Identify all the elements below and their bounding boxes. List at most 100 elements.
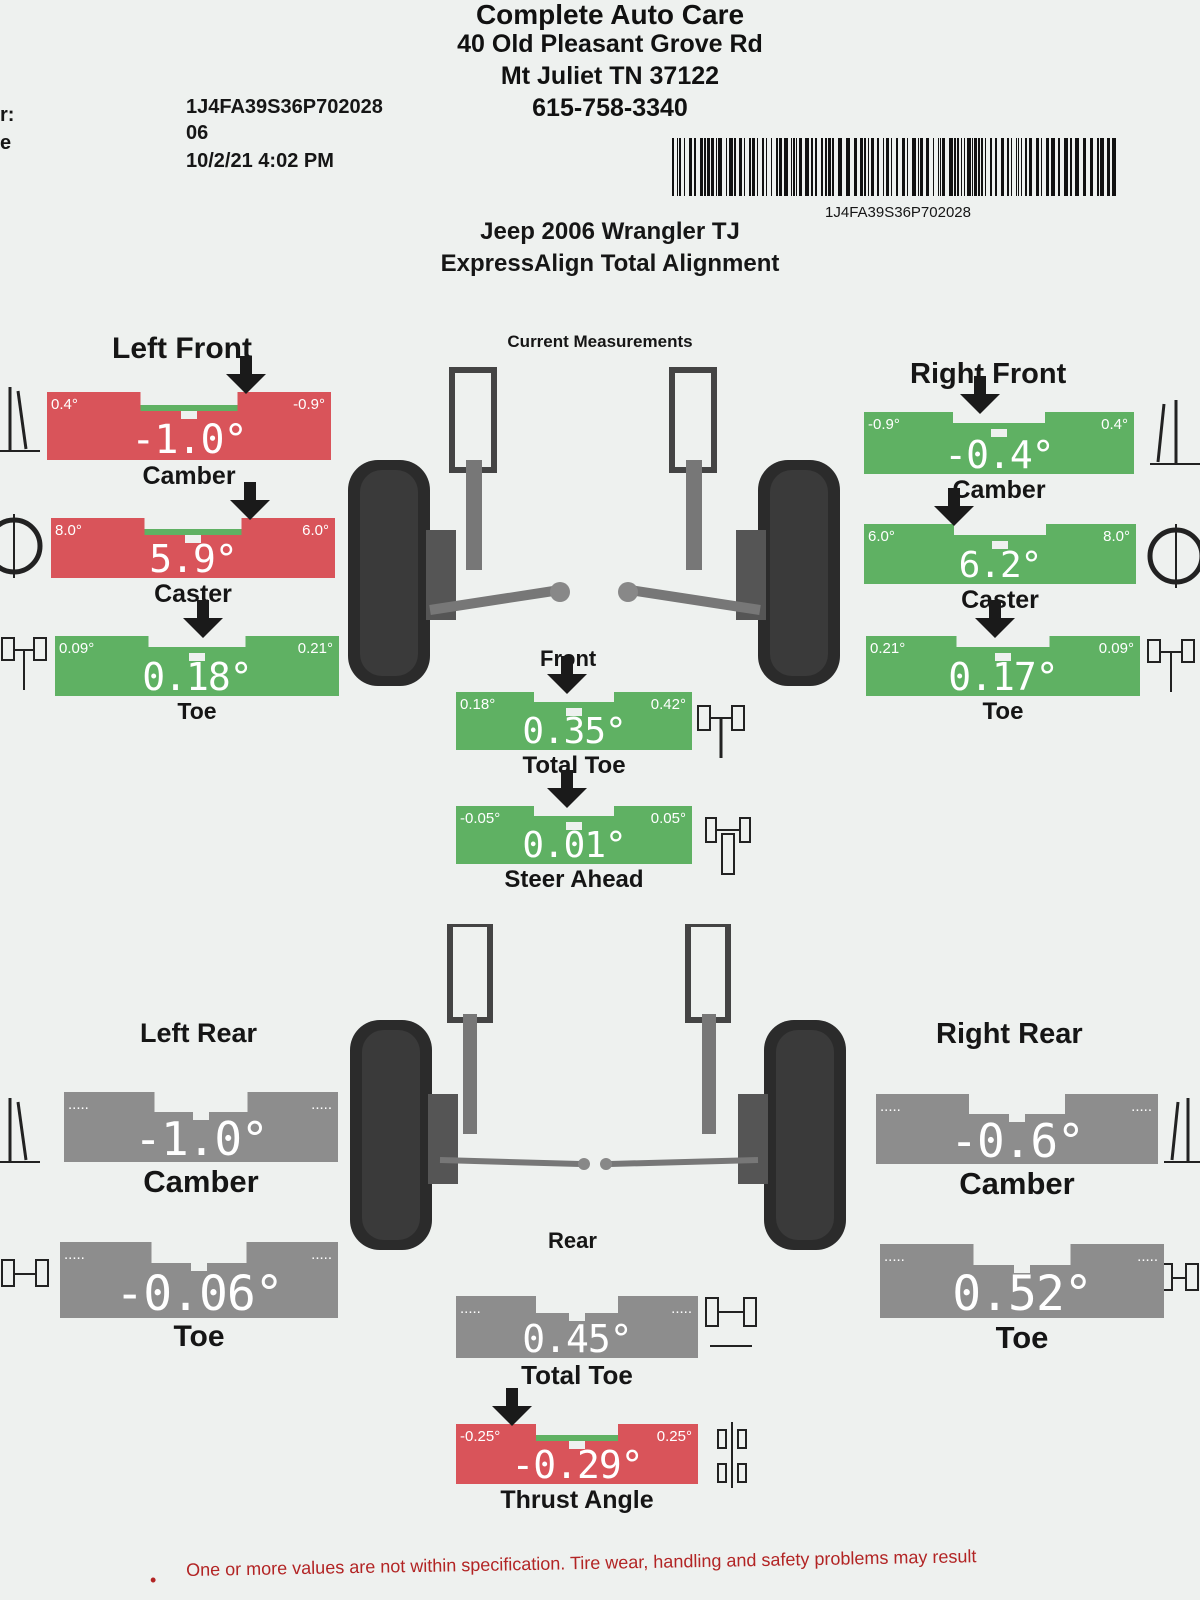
barcode-bar: [868, 138, 869, 196]
gauge-label: Caster: [154, 580, 232, 608]
barcode-bar: [886, 138, 889, 196]
barcode-bar: [779, 138, 782, 196]
barcode-bar: [967, 138, 971, 196]
gauge-value: -0.29°: [511, 1443, 643, 1487]
barcode-bar: [793, 138, 795, 196]
barcode-bar: [864, 138, 866, 196]
left-front-title: Left Front: [112, 332, 252, 365]
barcode-bar: [707, 138, 710, 196]
barcode-bar: [854, 138, 857, 196]
gauge-shape: [51, 518, 335, 578]
gauge-max: .....: [1131, 1098, 1152, 1115]
barcode-bar: [1041, 138, 1042, 196]
edge-label-1: r:: [0, 104, 15, 126]
gauge-max: 6.0°: [302, 522, 329, 539]
barcode-bar: [679, 138, 681, 196]
gauge-min: 6.0°: [868, 528, 895, 545]
gauge-value: -1.0°: [131, 417, 247, 463]
barcode-bar: [846, 138, 850, 196]
vehicle-title: Jeep 2006 Wrangler TJ: [480, 218, 740, 245]
pointer-arrow-icon: [933, 488, 974, 526]
left-rear-camber-gauge: ..........-1.0°Camber: [64, 1092, 338, 1199]
barcode-bar: [716, 138, 717, 196]
barcode-bar: [711, 138, 714, 196]
right-front-camber-gauge: -0.9°0.4°-0.4°Camber: [864, 376, 1134, 504]
gauge-max: .....: [671, 1300, 692, 1317]
front-suspension-illustration: [348, 367, 840, 686]
gauge-value: 0.18°: [142, 655, 252, 699]
gauge-value: -1.0°: [134, 1112, 268, 1166]
gauge-shape: [866, 636, 1140, 696]
gauge-max: 8.0°: [1103, 528, 1130, 545]
barcode-bar: [1029, 138, 1032, 196]
service-title: ExpressAlign Total Alignment: [440, 250, 780, 277]
gauge-max: -0.9°: [293, 396, 325, 413]
barcode-bar: [981, 138, 983, 196]
rear-suspension-illustration: [350, 924, 846, 1250]
left-rear-title: Left Rear: [140, 1018, 258, 1048]
barcode-bar: [821, 138, 823, 196]
barcode-bar: [871, 138, 874, 196]
barcode-bar: [1007, 138, 1009, 196]
front-total-toe-diagram-icon: [697, 705, 745, 758]
toe-diagram-icon: [1, 637, 47, 690]
footer-bullet: •: [150, 1570, 157, 1590]
rear-total-toe-diagram-icon: [705, 1297, 757, 1347]
right-front-spring-icon: [669, 367, 717, 473]
barcode-bar: [912, 138, 916, 196]
barcode-bar: [896, 138, 898, 196]
pointer-arrow-icon: [182, 600, 223, 638]
current-measurements-label: Current Measurements: [507, 332, 693, 351]
barcode-bar: [752, 138, 755, 196]
gauge-shape: [55, 636, 339, 696]
barcode-bar: [1018, 138, 1019, 196]
gauge-max: 0.4°: [1101, 416, 1128, 433]
barcode-bar: [877, 138, 879, 196]
gauge-label: Steer Ahead: [504, 866, 644, 893]
barcode-bar: [940, 138, 941, 196]
report-datetime: 10/2/21 4:02 PM: [186, 150, 334, 172]
gauge-shape: [456, 1296, 698, 1358]
gauge-min: .....: [880, 1098, 901, 1115]
rear-camber-diagram-icon-left: [0, 1098, 40, 1163]
barcode-bar: [1112, 138, 1116, 196]
gauge-shape: [880, 1244, 1164, 1318]
barcode-bar: [744, 138, 745, 196]
gauge-shape: [876, 1094, 1158, 1164]
toe-diagram-icon-right: [1147, 639, 1195, 692]
gauge-shape: [47, 392, 331, 460]
barcode-bar: [726, 138, 727, 196]
gauge-max: 0.05°: [650, 810, 686, 827]
barcode-bar: [672, 138, 674, 196]
gauge-label: Total Toe: [521, 1360, 633, 1390]
gauge-value: -0.4°: [944, 433, 1054, 477]
barcode-bar: [1100, 138, 1104, 196]
gauge-shape: [64, 1092, 338, 1162]
left-front-toe-gauge: 0.09°0.21°0.18°Toe: [55, 600, 339, 724]
pointer-arrow-icon: [546, 656, 587, 694]
barcode-bar: [961, 138, 962, 196]
barcode-bar: [860, 138, 863, 196]
gauge-min: .....: [460, 1300, 481, 1317]
barcode-bar: [891, 138, 892, 196]
barcode-bar: [926, 138, 929, 196]
thrust-angle-diagram-icon: [717, 1422, 747, 1488]
gauge-label: Camber: [143, 1164, 259, 1199]
rear-camber-diagram-icon-right: [1164, 1098, 1200, 1163]
barcode-bar: [791, 138, 792, 196]
barcode-bar: [771, 138, 772, 196]
barcode-bar: [1036, 138, 1039, 196]
gauge-min: -0.05°: [460, 810, 501, 827]
right-rear-spring-icon: [685, 924, 731, 1023]
barcode-bar: [1090, 138, 1093, 196]
barcode-bar: [704, 138, 706, 196]
front-total-toe-gauge: 0.18°0.42°0.35°Total Toe: [456, 656, 692, 779]
barcode-bar: [1011, 138, 1012, 196]
barcode-bar: [729, 138, 733, 196]
barcode-bar: [1051, 138, 1055, 196]
barcode-bar: [990, 138, 992, 196]
barcode-bar: [694, 138, 696, 196]
barcode-bar: [974, 138, 977, 196]
gauge-value: 0.01°: [522, 825, 626, 866]
thrust-angle-gauge: -0.25°0.25°-0.29°Thrust Angle: [456, 1388, 698, 1514]
